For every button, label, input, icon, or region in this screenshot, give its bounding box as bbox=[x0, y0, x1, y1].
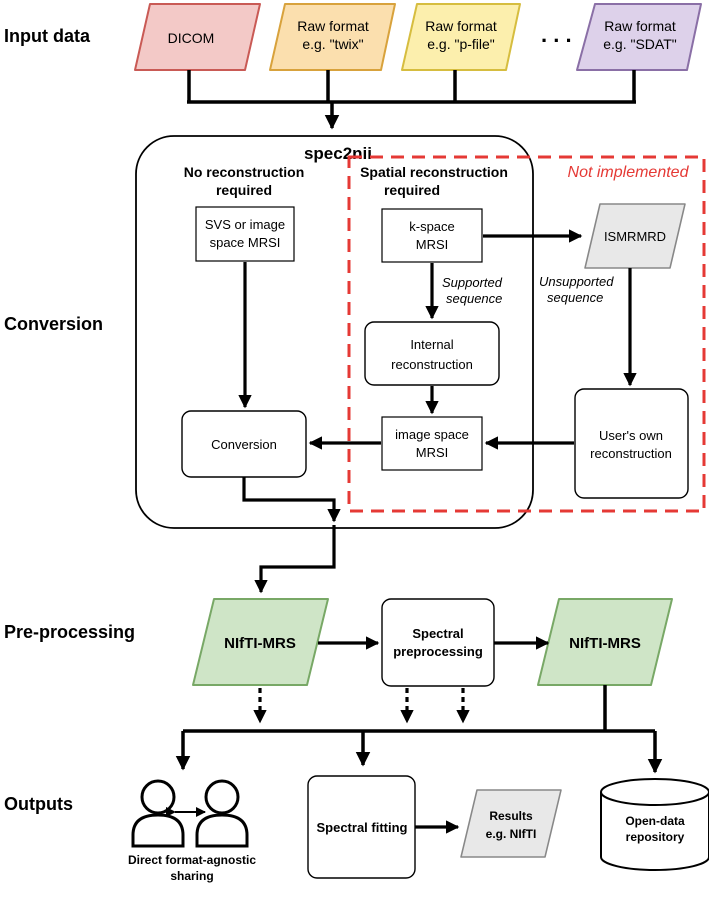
input-twix: Raw format e.g. "twix" bbox=[269, 3, 396, 71]
person-icon bbox=[131, 779, 185, 848]
spectral-preprocessing-box: Spectral preprocessing bbox=[381, 598, 495, 687]
svs-line1: SVS or image bbox=[205, 217, 285, 232]
stage-label-conversion: Conversion bbox=[4, 314, 103, 334]
nifti-left-box: NIfTI-MRS bbox=[192, 598, 329, 686]
input-pfile: Raw format e.g. "p-file" bbox=[401, 3, 521, 71]
database-icon bbox=[600, 778, 709, 871]
person-icon-2 bbox=[195, 779, 249, 848]
input-sdat-line2: e.g. "SDAT" bbox=[603, 36, 677, 52]
input-sdat: Raw format e.g. "SDAT" bbox=[576, 3, 702, 71]
internal-line1: Internal bbox=[410, 337, 453, 352]
conversion-label: Conversion bbox=[211, 437, 277, 452]
stage-label-preprocessing: Pre-processing bbox=[4, 622, 135, 642]
kspace-line1: k-space bbox=[409, 219, 455, 234]
unsupported-line1: Unsupported bbox=[539, 274, 614, 289]
stage-label-outputs: Outputs bbox=[4, 794, 73, 814]
spectral-fitting-box: Spectral fitting bbox=[307, 775, 416, 879]
no-recon-header-line2: required bbox=[216, 182, 272, 198]
nifti-right-label: NIfTI-MRS bbox=[569, 635, 641, 652]
ismrmrd-label: ISMRMRD bbox=[604, 229, 666, 244]
users-line1: User's own bbox=[599, 428, 663, 443]
spectral-line2: preprocessing bbox=[393, 644, 483, 659]
input-dicom-label: DICOM bbox=[168, 30, 215, 46]
input-sdat-line1: Raw format bbox=[604, 18, 676, 34]
svs-line2: space MRSI bbox=[210, 235, 281, 250]
not-implemented-label: Not implemented bbox=[568, 164, 690, 181]
supported-line1: Supported bbox=[442, 275, 503, 290]
not-implemented-region bbox=[347, 155, 706, 513]
spatial-header-line2: required bbox=[384, 182, 440, 198]
conversion-arrows bbox=[238, 229, 637, 594]
svs-box: SVS or image space MRSI bbox=[195, 206, 295, 262]
unsupported-line2: sequence bbox=[547, 290, 603, 305]
input-pfile-line1: Raw format bbox=[425, 18, 497, 34]
output-distribution bbox=[175, 685, 663, 774]
users-recon-box: User's own reconstruction bbox=[574, 388, 689, 499]
sharing-line1: Direct format-agnostic bbox=[128, 853, 256, 867]
input-twix-line1: Raw format bbox=[297, 18, 369, 34]
ismrmrd-box: ISMRMRD bbox=[584, 203, 686, 269]
input-twix-line2: e.g. "twix" bbox=[302, 36, 363, 52]
results-line1: Results bbox=[489, 809, 533, 823]
results-line2: e.g. NIfTI bbox=[486, 827, 537, 841]
imagespace-line2: MRSI bbox=[416, 445, 449, 460]
fitting-label: Spectral fitting bbox=[316, 820, 407, 835]
supported-line2: sequence bbox=[446, 291, 502, 306]
input-connectors bbox=[187, 70, 636, 130]
repo-line2: repository bbox=[626, 830, 685, 844]
repo-line1: Open-data bbox=[625, 814, 685, 828]
input-dicom: DICOM bbox=[134, 3, 261, 71]
conversion-box: Conversion bbox=[181, 410, 307, 478]
internal-recon-box: Internal reconstruction bbox=[364, 321, 500, 386]
kspace-box: k-space MRSI bbox=[381, 208, 483, 263]
dotted-connectors bbox=[253, 688, 470, 724]
kspace-line2: MRSI bbox=[416, 237, 449, 252]
no-recon-header-line1: No reconstruction bbox=[184, 164, 305, 180]
spectral-line1: Spectral bbox=[412, 626, 463, 641]
input-ellipsis: . . . bbox=[541, 22, 572, 47]
nifti-right-box: NIfTI-MRS bbox=[537, 598, 673, 686]
internal-line2: reconstruction bbox=[391, 357, 473, 372]
input-pfile-line2: e.g. "p-file" bbox=[427, 36, 495, 52]
stage-label-input: Input data bbox=[4, 26, 91, 46]
nifti-left-label: NIfTI-MRS bbox=[224, 635, 296, 652]
imagespace-line1: image space bbox=[395, 427, 469, 442]
spatial-header-line1: Spatial reconstruction bbox=[360, 164, 508, 180]
imagespace-box: image space MRSI bbox=[381, 416, 483, 471]
users-line2: reconstruction bbox=[590, 446, 672, 461]
sharing-line2: sharing bbox=[170, 869, 213, 883]
results-box: Results e.g. NIfTI bbox=[460, 789, 562, 858]
spec2nii-title: spec2nii bbox=[304, 144, 372, 163]
